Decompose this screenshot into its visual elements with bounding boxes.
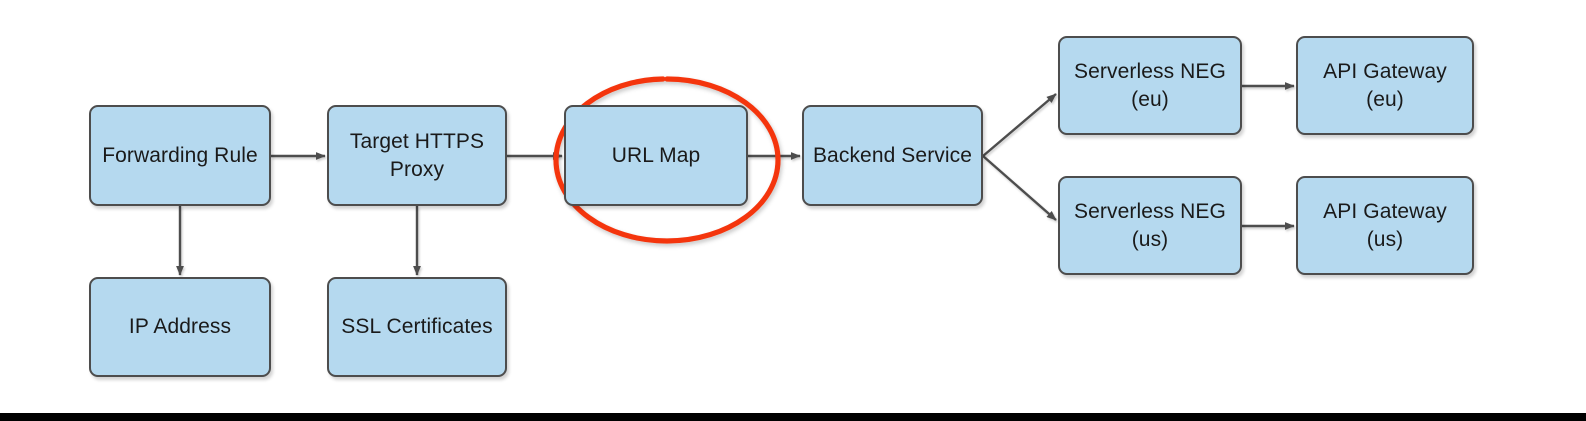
node-backend-service[interactable]: Backend Service	[802, 105, 983, 206]
node-url-map-label: URL Map	[611, 143, 701, 167]
node-api-gateway-eu[interactable]: API Gateway (eu)	[1296, 36, 1474, 135]
node-forwarding-rule[interactable]: Forwarding Rule	[89, 105, 271, 206]
node-serverless-neg-us[interactable]: Serverless NEG (us)	[1058, 176, 1242, 275]
bottom-bar	[0, 413, 1586, 421]
node-ssl-certificates-label: SSL Certificates	[341, 315, 493, 339]
node-target-https-proxy-label: Target HTTPS Proxy	[349, 129, 485, 181]
node-ip-address[interactable]: IP Address	[89, 277, 271, 377]
edge-backend-to-neg-us	[982, 155, 1057, 221]
node-api-gateway-eu-label: API Gateway (eu)	[1323, 59, 1447, 111]
node-ssl-certificates[interactable]: SSL Certificates	[327, 277, 507, 377]
node-api-gateway-us[interactable]: API Gateway (us)	[1296, 176, 1474, 275]
node-serverless-neg-eu[interactable]: Serverless NEG (eu)	[1058, 36, 1242, 135]
node-ip-address-label: IP Address	[128, 315, 232, 339]
node-forwarding-rule-label: Forwarding Rule	[102, 143, 258, 167]
node-serverless-neg-us-label: Serverless NEG (us)	[1074, 199, 1226, 251]
node-backend-service-label: Backend Service	[812, 143, 973, 167]
node-api-gateway-us-label: API Gateway (us)	[1323, 199, 1447, 251]
node-serverless-neg-eu-label: Serverless NEG (eu)	[1074, 59, 1226, 111]
edge-backend-to-neg-eu	[982, 93, 1057, 157]
node-url-map[interactable]: URL Map	[564, 105, 748, 206]
node-target-https-proxy[interactable]: Target HTTPS Proxy	[327, 105, 507, 206]
